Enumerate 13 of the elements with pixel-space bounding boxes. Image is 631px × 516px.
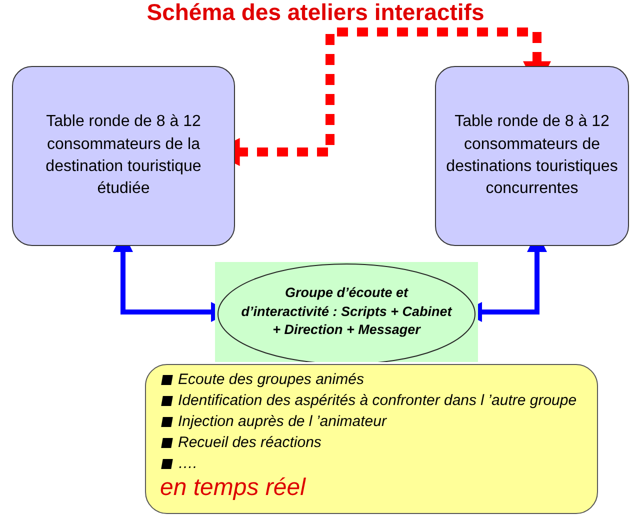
diagram-title: Schéma des ateliers interactifs: [146, 0, 486, 26]
bullet-item: Ecoute des groupes animés: [160, 369, 583, 390]
actions-box: [145, 364, 598, 514]
realtime-note: en temps réel: [160, 474, 307, 502]
round-table-box: [435, 66, 629, 246]
bullet-item: Recueil des réactions: [160, 432, 583, 453]
bullet-item: Injection auprès de l ’animateur: [160, 411, 583, 432]
round-table-box: [12, 66, 235, 246]
bullet-item: ….: [160, 453, 583, 474]
box-text: Table ronde de 8 à 12 consommateurs de la destination touristique étudiée: [44, 112, 202, 200]
bullet-item: Identification des aspérités à confronter dans l ’autre groupe: [160, 390, 583, 411]
box-text: Table ronde de 8 à 12 consommateurs de destinations touristiques concurrentes: [445, 112, 619, 200]
ellipse-text: Groupe d’écoute et d’interactivité : Scripts + Cabinet + Direction + Messager: [240, 284, 454, 340]
